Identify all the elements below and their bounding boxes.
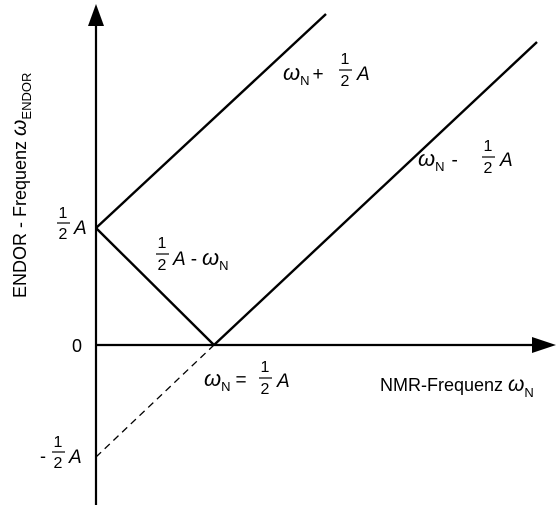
svg-text:-: - <box>40 446 46 466</box>
svg-text:1: 1 <box>54 434 63 451</box>
svg-text:2: 2 <box>341 73 350 90</box>
svg-text:A: A <box>73 218 87 239</box>
line-omega-plus-half-a <box>95 13 327 229</box>
svg-text:2: 2 <box>158 257 167 274</box>
label-half-a-minus-omega: 1 2 A-ωN <box>156 235 229 274</box>
y-axis-label: ENDOR - Frequenz ωENDOR <box>8 73 34 298</box>
tick-minus-half-a: - 1 2 A <box>40 434 82 472</box>
svg-text:A: A <box>68 447 82 468</box>
svg-text:ωN-: ωN- <box>418 146 458 174</box>
svg-text:ωN=: ωN= <box>204 366 247 394</box>
svg-text:2: 2 <box>484 160 493 177</box>
y-axis-arrow-icon <box>88 4 104 26</box>
svg-text:2: 2 <box>54 455 63 472</box>
svg-text:A: A <box>499 150 513 171</box>
svg-text:1: 1 <box>484 138 493 155</box>
line-omega-minus-half-a <box>213 41 538 346</box>
svg-text:A-ωN: A-ωN <box>172 245 229 273</box>
svg-text:1: 1 <box>261 359 270 376</box>
tick-half-a: 1 2 A <box>57 205 87 243</box>
label-omega-plus-half-a: ωN+ 1 2 A <box>283 51 370 90</box>
svg-text:2: 2 <box>59 226 68 243</box>
svg-text:1: 1 <box>158 235 167 252</box>
label-crossing-point: ωN= 1 2 A <box>204 359 290 398</box>
dashed-extension <box>95 344 215 458</box>
svg-text:A: A <box>276 371 290 392</box>
tick-zero: 0 <box>72 336 82 356</box>
label-omega-minus-half-a: ωN- 1 2 A <box>418 138 513 177</box>
line-half-a-minus-omega <box>95 227 215 346</box>
x-axis-label: NMR-Frequenz ωN <box>380 373 534 400</box>
svg-text:1: 1 <box>59 205 68 222</box>
svg-text:2: 2 <box>261 381 270 398</box>
x-axis-arrow-icon <box>532 337 556 353</box>
svg-text:ωN+: ωN+ <box>283 60 324 88</box>
svg-text:1: 1 <box>341 51 350 68</box>
svg-text:A: A <box>356 64 370 85</box>
